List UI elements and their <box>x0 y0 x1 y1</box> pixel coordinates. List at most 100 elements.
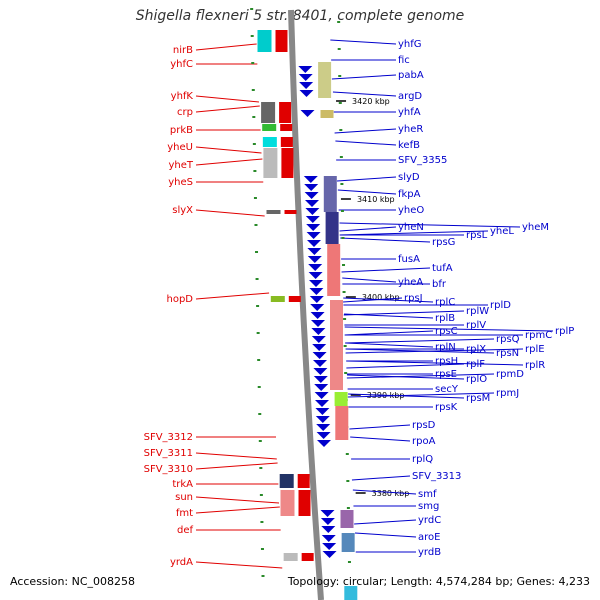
gene-arrow <box>311 336 326 343</box>
gene-label[interactable]: yheR <box>398 124 423 135</box>
gene-label[interactable]: rplX <box>466 344 486 355</box>
gene-label[interactable]: rpmC <box>525 330 552 341</box>
gene-arrow <box>298 74 313 81</box>
gene-arrow <box>275 30 288 52</box>
gene-label[interactable]: rpsL <box>466 230 488 241</box>
gene-label[interactable]: rplW <box>466 306 489 317</box>
gene-arrow <box>308 272 323 279</box>
gene-label[interactable]: SFV_3311 <box>144 448 193 459</box>
gene-arrow <box>307 240 321 247</box>
gene-label[interactable]: fkpA <box>398 189 421 200</box>
gene-connector <box>195 95 259 103</box>
gene-label[interactable]: rpsJ <box>404 293 423 304</box>
gene-label[interactable]: rplQ <box>412 454 433 465</box>
gene-label[interactable]: yheO <box>398 205 424 216</box>
gene-label[interactable]: yrdA <box>170 557 193 568</box>
gene-label[interactable]: rpsC <box>435 326 458 337</box>
gene-label[interactable]: rplV <box>466 320 486 331</box>
gene-label[interactable]: slyD <box>398 172 420 183</box>
gene-label[interactable]: rplD <box>490 300 511 311</box>
gene-label[interactable]: rpsK <box>435 402 458 413</box>
gene-label[interactable]: rplN <box>435 342 456 353</box>
gene-label[interactable]: argD <box>398 91 422 102</box>
gene-arrow <box>310 312 325 319</box>
gene-label[interactable]: yhfC <box>170 59 193 70</box>
gene-label[interactable]: rpsN <box>496 348 519 359</box>
gene-block <box>335 406 349 440</box>
gene-label[interactable]: fusA <box>398 254 420 265</box>
gene-label[interactable]: rpsQ <box>496 334 520 345</box>
gene-label[interactable]: yrdB <box>418 547 441 558</box>
gene-label[interactable]: rpmJ <box>496 388 519 399</box>
gene-label[interactable]: rplB <box>435 313 455 324</box>
gene-label[interactable]: rpsG <box>432 237 455 248</box>
gene-label[interactable]: rplP <box>555 326 574 337</box>
tick-mark <box>259 494 263 496</box>
gene-label[interactable]: yheN <box>398 222 424 233</box>
gene-label[interactable]: yheA <box>398 277 423 288</box>
gene-connector <box>340 237 431 243</box>
gene-arrow <box>304 192 319 199</box>
gene-label[interactable]: def <box>177 525 194 536</box>
gene-arrow <box>307 248 322 255</box>
gene-label[interactable]: nirB <box>173 45 193 56</box>
gene-label[interactable]: crp <box>177 107 193 118</box>
gene-label[interactable]: yhfG <box>398 39 422 50</box>
gene-label[interactable]: bfr <box>432 279 447 290</box>
gene-label[interactable]: smf <box>418 489 437 500</box>
gene-label[interactable]: rplE <box>525 344 545 355</box>
gene-label[interactable]: rplO <box>466 374 487 385</box>
gene-label[interactable]: yheM <box>522 222 549 233</box>
gene-connector <box>195 158 263 166</box>
gene-connector <box>195 105 260 113</box>
gene-label[interactable]: pabA <box>398 70 424 81</box>
gene-label[interactable]: aroE <box>418 532 440 543</box>
gene-label[interactable]: yrdC <box>418 515 441 526</box>
gene-label[interactable]: rpsD <box>412 420 436 431</box>
gene-label[interactable]: yheT <box>168 160 193 171</box>
gene-label[interactable]: rpsH <box>435 356 458 367</box>
gene-label[interactable]: yheS <box>168 177 193 188</box>
gene-label[interactable]: kefB <box>398 140 420 151</box>
gene-arrow <box>313 368 328 375</box>
gene-arrow <box>313 376 328 383</box>
gene-label[interactable]: rpsM <box>466 393 490 404</box>
gene-label[interactable]: secY <box>435 384 459 395</box>
gene-label[interactable]: SFV_3313 <box>412 471 461 482</box>
gene-label[interactable]: rplF <box>466 359 485 370</box>
gene-label[interactable]: smg <box>418 501 439 512</box>
gene-arrow <box>322 551 337 558</box>
gene-label[interactable]: yheU <box>167 142 193 153</box>
gene-block <box>262 137 277 147</box>
gene-label[interactable]: SFV_3355 <box>398 155 447 166</box>
gene-arrow <box>322 543 337 550</box>
gene-arrow <box>309 296 324 303</box>
tick-mark <box>342 291 346 293</box>
gene-label[interactable]: yhfK <box>171 91 194 102</box>
kbp-label: 3380 kbp <box>372 489 410 498</box>
gene-block <box>334 392 348 406</box>
gene-label[interactable]: rpmD <box>496 369 524 380</box>
gene-label[interactable]: prkB <box>170 125 193 136</box>
gene-label[interactable]: slyX <box>172 205 193 216</box>
gene-label[interactable]: rpsE <box>435 369 457 380</box>
gene-label[interactable]: yheL <box>490 226 514 237</box>
gene-label[interactable]: rplC <box>435 297 455 308</box>
gene-label[interactable]: fmt <box>176 508 193 519</box>
gene-arrow <box>320 510 335 517</box>
gene-label[interactable]: hopD <box>166 294 193 305</box>
gene-label[interactable]: SFV_3312 <box>144 432 193 443</box>
gene-arrow <box>284 210 297 214</box>
gene-connector <box>339 230 489 236</box>
gene-label[interactable]: fic <box>398 55 410 66</box>
gene-label[interactable]: yhfA <box>398 107 421 118</box>
gene-connector <box>343 310 465 316</box>
gene-label[interactable]: trkA <box>172 479 193 490</box>
gene-connector <box>344 326 554 332</box>
gene-label[interactable]: rplR <box>525 360 545 371</box>
gene-label[interactable]: tufA <box>432 263 453 274</box>
gene-label[interactable]: SFV_3310 <box>144 464 193 475</box>
tick-mark <box>343 318 347 320</box>
gene-label[interactable]: sun <box>175 492 193 503</box>
gene-label[interactable]: rpoA <box>412 436 436 447</box>
